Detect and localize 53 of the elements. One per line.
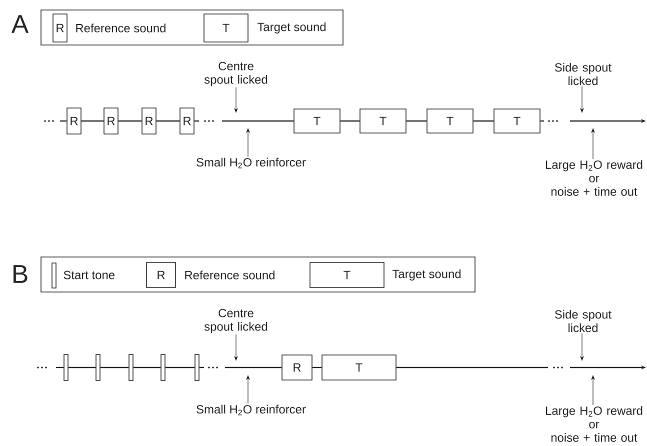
- timeline-segment: [194, 120, 199, 122]
- timeline-segment: [60, 120, 67, 122]
- sound-box: T: [360, 108, 406, 134]
- legend-text: Reference sound: [76, 24, 166, 32]
- start-tone-bar: [128, 354, 134, 381]
- start-tone-bar: [96, 354, 100, 381]
- callout-text: Large H$_{2}$O reward or noise + time out: [546, 406, 642, 442]
- timeline-segment: [396, 366, 548, 368]
- callout-text: Small H$_{2}$O reinforcer: [196, 404, 306, 416]
- timeline-segment: [222, 120, 294, 122]
- start-tone-bar: [64, 354, 68, 381]
- timeline-segment: [199, 366, 204, 368]
- legend-text: Start tone: [64, 270, 114, 280]
- sound-box: R: [104, 108, 118, 134]
- timeline-segment: [406, 120, 427, 122]
- timeline-segment: [473, 120, 494, 122]
- start-tone-bar: [194, 354, 200, 381]
- panel-letter: B: [14, 265, 28, 283]
- legend-text: Target sound: [257, 22, 326, 34]
- sound-box: T: [294, 108, 340, 134]
- sound-box: R: [142, 108, 156, 134]
- legend-text: Reference sound: [185, 270, 274, 280]
- legend-sample: R: [146, 262, 176, 288]
- timeline-segment: [81, 120, 104, 122]
- callout-text: Centre spout licked: [204, 62, 268, 86]
- callout-text: Large H$_{2}$O reward or noise + time out: [546, 160, 642, 196]
- timeline-segment: [56, 366, 64, 368]
- timeline-segment: [312, 366, 322, 368]
- legend-text: Target sound: [392, 269, 461, 281]
- sound-box: T: [322, 354, 396, 380]
- start-tone-bar: [160, 354, 166, 381]
- timeline-segment: [340, 120, 360, 122]
- callout-text: Small H$_{2}$O reinforcer: [196, 158, 306, 168]
- timeline-segment: [225, 366, 282, 368]
- sound-box: R: [282, 354, 312, 380]
- timeline-segment: [133, 366, 161, 368]
- sound-box: T: [494, 108, 540, 134]
- timeline-segment: [68, 366, 96, 368]
- callout-text: Side spout licked: [554, 310, 612, 332]
- timeline-segment: [100, 366, 129, 368]
- timeline-segment: [156, 120, 180, 122]
- legend-sample: T: [204, 14, 248, 42]
- legend-sample: T: [310, 262, 384, 288]
- timeline-segment: [118, 120, 142, 122]
- sound-box: T: [426, 108, 474, 134]
- timeline-segment: [540, 120, 544, 122]
- panel-letter: A: [11, 15, 29, 33]
- sound-box: R: [66, 108, 82, 134]
- sound-box: R: [180, 108, 194, 134]
- callout-text: Side spout licked: [554, 62, 612, 86]
- timeline-segment: [165, 366, 195, 368]
- legend-sample: R: [52, 14, 68, 42]
- callout-text: Centre spout licked: [204, 308, 268, 334]
